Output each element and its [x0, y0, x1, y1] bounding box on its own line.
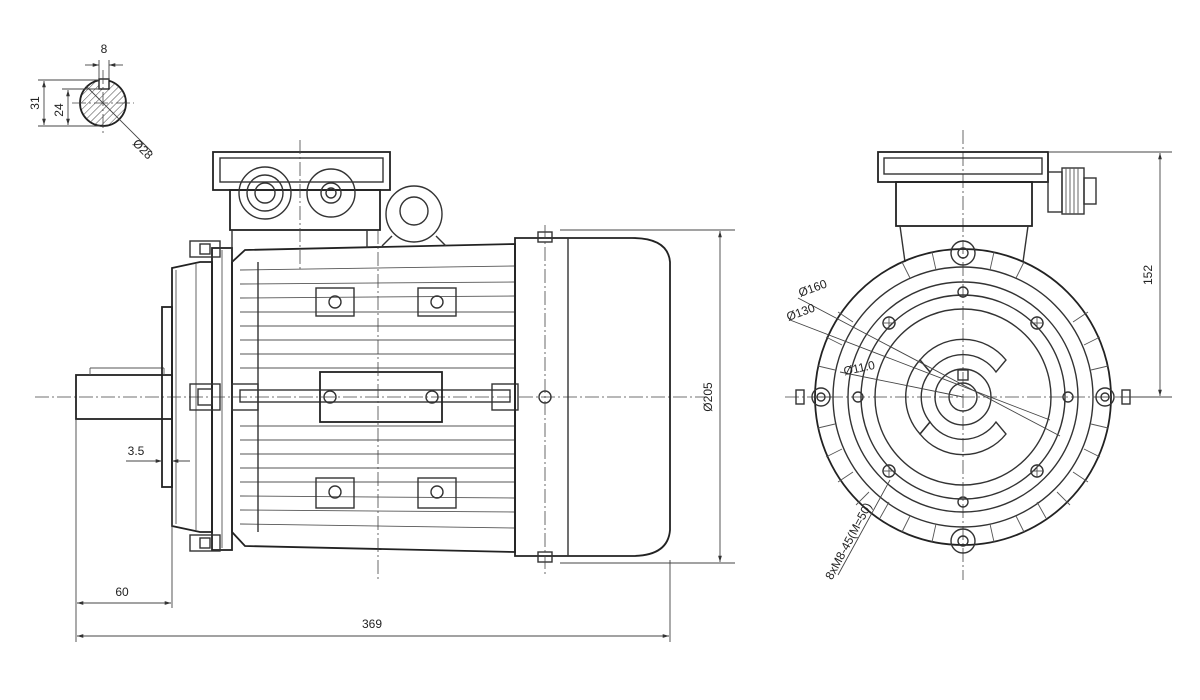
shaft-length-label: 60 [115, 585, 129, 599]
spigot-label: Ø130 [784, 301, 817, 324]
key-width-label: 8 [101, 42, 108, 56]
nameplate [319, 371, 443, 423]
mounting-lugs [315, 287, 457, 509]
end-view-fins [815, 251, 1111, 543]
overall-length-label: 369 [362, 617, 382, 631]
pcd-label: Ø160 [796, 277, 829, 300]
mounting-holes-label: 8xM8-45(M=50) [822, 500, 874, 582]
shaft-height-label: 31 [28, 96, 42, 110]
front-bolts [189, 240, 221, 552]
pcd-bolt-holes [852, 286, 1074, 508]
motor-end-view: Ø160 Ø130 Ø11.0 8xM8-45(M=50) 152 [784, 130, 1172, 582]
stator-body [231, 243, 516, 553]
flange-offset-label: 3.5 [128, 444, 145, 458]
terminal-box [212, 140, 391, 272]
motor-side-view: Ø205 3.5 60 369 [35, 140, 735, 642]
fan-cover [514, 237, 671, 557]
shaft-diameter-label: Ø28 [130, 136, 156, 162]
lifting-eye [381, 185, 447, 247]
height-label: 152 [1141, 265, 1155, 285]
cooling-fins [239, 262, 516, 532]
key-depth-label: 24 [52, 103, 66, 117]
shaft-section-detail: 8 31 24 Ø28 [28, 42, 156, 162]
hole-label: Ø11.0 [842, 358, 876, 378]
body-diameter-label: Ø205 [701, 382, 715, 412]
